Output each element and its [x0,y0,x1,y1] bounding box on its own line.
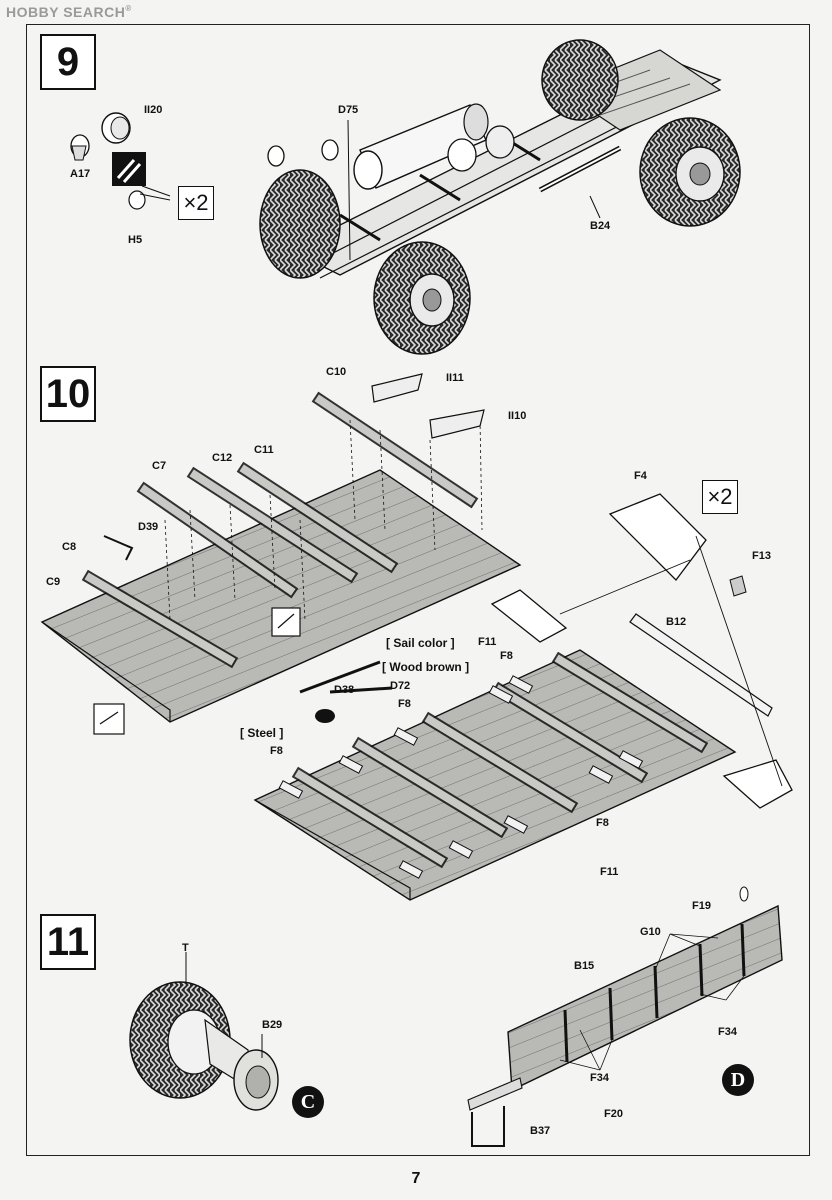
part-label-h5: H5 [128,234,143,246]
part-label-f4: F4 [634,470,647,482]
part-label-ii11: II11 [446,372,464,384]
part-label-f34-right: F34 [718,1026,737,1038]
part-label-f8-top: F8 [500,650,513,662]
watermark: HOBBY SEARCH® [6,4,132,20]
paint-label-steel: [ Steel ] [240,726,284,740]
part-label-f20: F20 [604,1108,623,1120]
part-label-c11: C11 [254,444,274,456]
part-label-g10: G10 [640,926,661,938]
assembly-badge-d: D [722,1064,754,1096]
step11-wheel [129,952,279,1111]
step9-headlight-parts [70,112,171,210]
quantity-multiplier-step9: ×2 [178,186,214,220]
paint-label-wood-brown: [ Wood brown ] [382,660,470,674]
step10-left-floor [40,373,522,735]
part-label-f11-bottom: F11 [600,866,619,878]
paint-label-sail-color: [ Sail color ] [386,636,455,650]
page-frame [26,24,810,1156]
part-label-t: T [182,942,189,954]
assembly-badge-c: C [292,1086,324,1118]
part-label-c12: C12 [212,452,233,464]
part-label-b12: B12 [666,616,687,628]
step11-side-panel [467,886,783,1147]
part-label-c8: C8 [62,541,77,553]
part-label-c9: C9 [46,576,61,588]
part-label-d39: D39 [138,521,159,533]
part-label-a17: A17 [70,168,91,180]
step9-chassis [259,39,741,355]
part-label-d75: D75 [338,104,359,116]
part-label-f8-left: F8 [270,745,283,757]
part-label-ii10: II10 [508,410,527,422]
step-number-11: 11 [40,914,96,970]
part-label-b37: B37 [530,1125,551,1137]
step-number-9: 9 [40,34,96,90]
part-label-f34-bottom: F34 [590,1072,609,1084]
part-label-d38: D38 [334,684,355,696]
part-label-f8-bottom: F8 [596,817,609,829]
part-label-ii20: II20 [144,104,163,116]
page-number: 7 [411,1170,421,1187]
step-number-10: 10 [40,366,96,422]
part-label-f11-top: F11 [478,636,497,648]
part-label-b15: B15 [574,960,595,972]
quantity-multiplier-step10: ×2 [702,480,738,514]
part-label-b24: B24 [590,220,611,232]
part-label-c7: C7 [152,460,167,472]
part-label-d72: D72 [390,680,411,692]
step10-right-floor [253,493,793,901]
part-label-f19: F19 [692,900,711,912]
part-label-c10: C10 [326,366,347,378]
part-label-f13: F13 [752,550,771,562]
part-label-f8-mid: F8 [398,698,411,710]
part-label-b29: B29 [262,1019,283,1031]
